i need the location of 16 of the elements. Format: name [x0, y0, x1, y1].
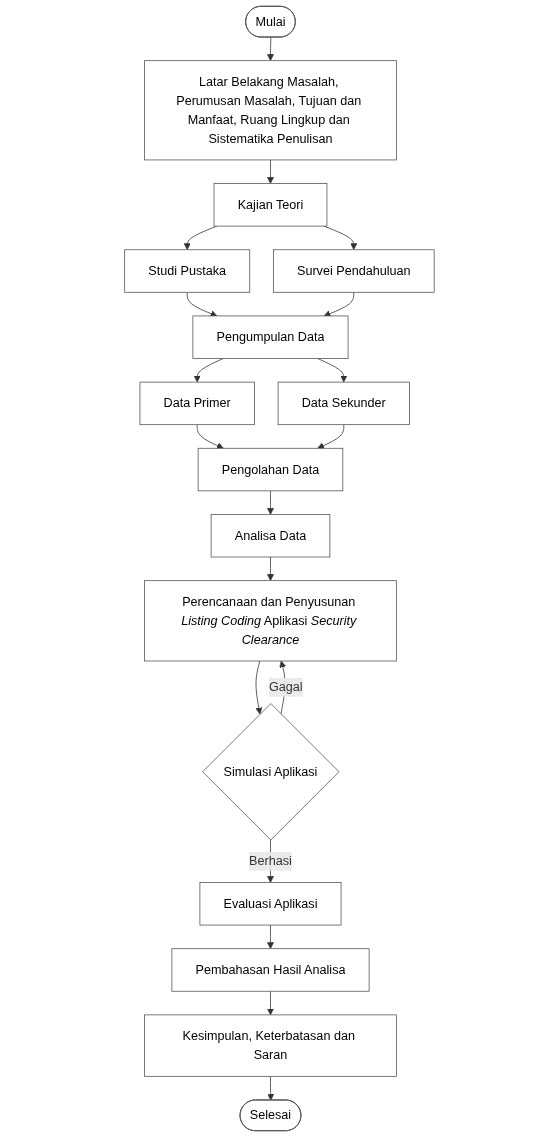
node-box: Pembahasan Hasil Analisa [171, 948, 370, 992]
node-box: Pengolahan Data [197, 447, 343, 492]
node-box: Survei Pendahuluan [272, 249, 435, 293]
node-box: Analisa Data [210, 514, 330, 558]
node-box: Data Primer [139, 381, 255, 426]
node-box: Perencanaan dan Penyusunan Listing Coding Aplikasi Security Clearance [143, 580, 397, 662]
node-box: Kajian Teori [213, 183, 327, 227]
node-box: Latar Belakang Masalah, Perumusan Masalah, Tujuan dan Manfaat, Ruang Lingkup dan Sistematika Penulisan [143, 60, 397, 161]
node-box: Evaluasi Aplikasi [199, 882, 342, 926]
node-box: Kesimpulan, Keterbatasan dan Saran [143, 1014, 397, 1077]
node-diamond: Simulasi Aplikasi [201, 703, 340, 841]
node-box: Data Sekunder [277, 381, 410, 426]
node-box: Pengumpulan Data [192, 315, 349, 359]
node-box: Studi Pustaka [123, 249, 250, 293]
edge-label: Gagal [268, 680, 303, 694]
edge-label: Berhasi [248, 854, 292, 868]
